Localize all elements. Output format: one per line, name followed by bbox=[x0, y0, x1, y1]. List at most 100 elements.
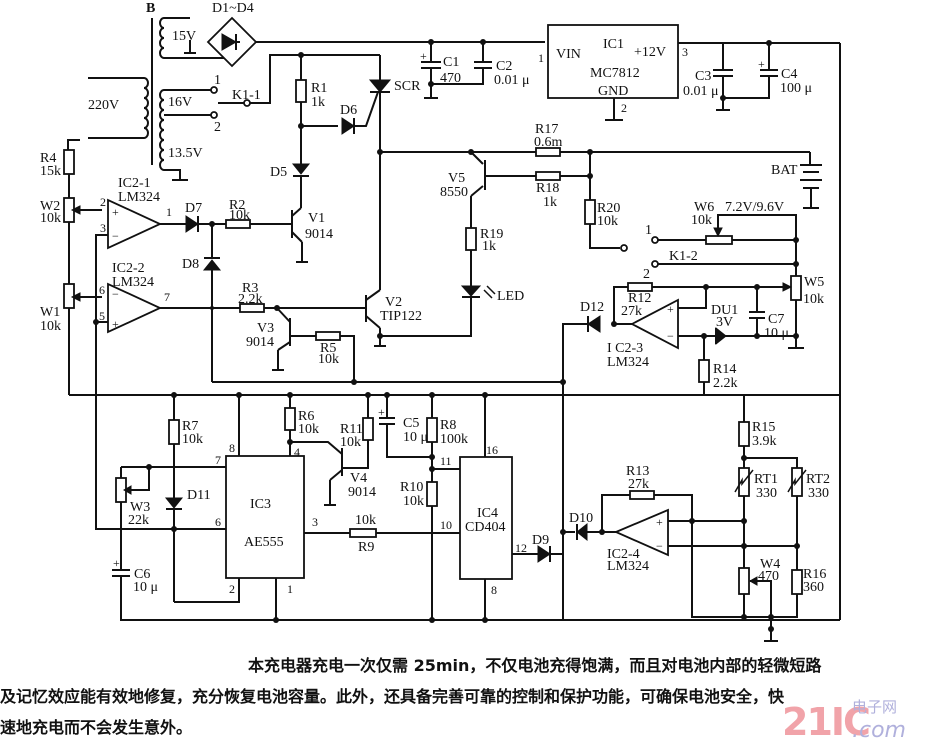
label-d10: D10 bbox=[569, 511, 593, 526]
label-ic2-1-pin2: 2 bbox=[100, 195, 106, 209]
caption-line-1: 本充电器充电一次仅需 25min，不仅电池充得饱满，而且对电池内部的轻微短路 bbox=[248, 656, 822, 675]
label-r9-value: 10k bbox=[355, 513, 376, 528]
label-w3-value: 22k bbox=[128, 513, 149, 528]
label-ic1-gnd: GND bbox=[598, 84, 628, 99]
label-r7: R7 bbox=[182, 419, 198, 434]
label-r14: R14 bbox=[713, 362, 736, 377]
battery-sense bbox=[377, 147, 822, 337]
bus-12v bbox=[69, 392, 840, 398]
label-ic4: IC4 bbox=[477, 506, 498, 521]
label-ic1-12v: +12V bbox=[634, 45, 666, 60]
label-c6-value: 10 μ bbox=[133, 580, 158, 595]
label-pos1-k12: 1 bbox=[645, 223, 652, 238]
label-ic2-2-plus: + bbox=[112, 317, 119, 331]
label-r8-value: 100k bbox=[440, 432, 468, 447]
label-r13: R13 bbox=[626, 464, 649, 479]
label-r2: R2 bbox=[229, 198, 245, 213]
label-ic2-2-pin5: 5 bbox=[99, 309, 105, 323]
label-r15-value: 3.9k bbox=[752, 434, 777, 449]
label-r2-value: 10k bbox=[229, 208, 250, 223]
label-c3: C3 bbox=[695, 69, 711, 84]
label-ic3: IC3 bbox=[250, 497, 271, 512]
label-w1-value: 10k bbox=[40, 319, 61, 334]
label-v1: V1 bbox=[308, 211, 325, 226]
label-r1-value: 1k bbox=[311, 95, 325, 110]
label-v4: V4 bbox=[350, 471, 367, 486]
ic1-regulator bbox=[547, 24, 840, 121]
label-bat: BAT bbox=[771, 163, 798, 178]
label-r16: R16 bbox=[803, 567, 826, 582]
watermark-cn: 电子网 bbox=[852, 698, 898, 716]
label-r19: R19 bbox=[480, 227, 503, 242]
ic4-counter bbox=[379, 395, 566, 623]
label-w4: W4 bbox=[760, 557, 780, 572]
label-ic4-pin16: 16 bbox=[486, 443, 498, 457]
label-w5-value: 10k bbox=[803, 292, 824, 307]
ic2-3-comparator bbox=[562, 282, 799, 620]
label-r11-value: 10k bbox=[340, 435, 361, 450]
label-ic2-4-type: LM324 bbox=[607, 559, 649, 574]
left-dividers bbox=[63, 139, 102, 395]
label-r5-value: 10k bbox=[318, 352, 339, 367]
caption-line-3: 速地充电而不会发生意外。 bbox=[0, 718, 193, 737]
label-rt2-value: 330 bbox=[808, 486, 829, 501]
label-ic3-pin6: 6 bbox=[215, 515, 221, 529]
label-c3-value: 0.01 μ bbox=[683, 84, 719, 99]
label-ic2-2-pin6: 6 bbox=[99, 283, 105, 297]
ic2-2-comparator bbox=[93, 282, 566, 385]
label-ic3-pin3: 3 bbox=[312, 515, 318, 529]
label-r4: R4 bbox=[40, 151, 56, 166]
label-w6: W6 bbox=[694, 200, 714, 215]
label-rt2: RT2 bbox=[806, 472, 830, 487]
label-v1-type: 9014 bbox=[305, 227, 333, 242]
label-c6: C6 bbox=[134, 567, 150, 582]
label-w2-value: 10k bbox=[40, 211, 61, 226]
label-v2-type: TIP122 bbox=[380, 309, 422, 324]
label-v4-type: 9014 bbox=[348, 485, 376, 500]
label-c1: C1 bbox=[443, 55, 459, 70]
label-r3: R3 bbox=[242, 281, 258, 296]
label-r5: R5 bbox=[320, 341, 336, 356]
label-c5: C5 bbox=[403, 416, 419, 431]
label-r18: R18 bbox=[536, 181, 559, 196]
label-r14-value: 2.2k bbox=[713, 376, 738, 391]
label-ic2-2-type: LM324 bbox=[112, 275, 154, 290]
label-ic1-type: MC7812 bbox=[590, 66, 640, 81]
label-ic3-pin4: 4 bbox=[294, 445, 300, 459]
label-r11: R11 bbox=[340, 422, 363, 437]
label-15v: 15V bbox=[172, 29, 196, 44]
switch-k1-1 bbox=[210, 54, 380, 119]
label-ic2-1-minus: − bbox=[112, 229, 119, 243]
label-k1-1: K1-1 bbox=[232, 88, 261, 103]
label-ic3-pin1: 1 bbox=[287, 582, 293, 596]
ic2-4-temperature bbox=[563, 395, 807, 642]
label-16v: 16V bbox=[168, 95, 192, 110]
label-pos2-k11: 2 bbox=[214, 120, 221, 135]
label-c5-value: 10 μ bbox=[403, 430, 428, 445]
circuit-schematic: B 15V 220V 16V 13.5V D1~D4 K1-1 1 2 bbox=[40, 1, 841, 642]
label-w2: W2 bbox=[40, 199, 60, 214]
label-ic2-2: IC2-2 bbox=[112, 261, 145, 276]
output-caps bbox=[713, 40, 841, 620]
label-w5: W5 bbox=[804, 275, 824, 290]
label-c6-plus: + bbox=[113, 556, 120, 570]
label-c4-plus: + bbox=[758, 57, 765, 71]
label-ic2-3-plus: + bbox=[667, 302, 674, 316]
label-r20: R20 bbox=[597, 201, 620, 216]
label-c5-plus: + bbox=[378, 405, 385, 419]
bridge-rectifier bbox=[206, 16, 545, 68]
label-ic3-pin8: 8 bbox=[229, 441, 235, 455]
label-ic2-1-plus: + bbox=[112, 205, 119, 219]
label-r12-value: 27k bbox=[621, 304, 642, 319]
label-v5-type: 8550 bbox=[440, 185, 468, 200]
label-r6-value: 10k bbox=[298, 422, 319, 437]
label-d7: D7 bbox=[185, 201, 202, 216]
label-ic2-3: I C2-3 bbox=[607, 341, 643, 356]
label-ic3-pin2: 2 bbox=[229, 582, 235, 596]
label-w3: W3 bbox=[130, 500, 150, 515]
label-ic2-1-pin3: 3 bbox=[100, 221, 106, 235]
label-r12: R12 bbox=[628, 291, 651, 306]
label-ic1-pin2: 2 bbox=[621, 101, 627, 115]
label-pos2-k12: 2 bbox=[643, 267, 650, 282]
label-w6-select: 7.2V/9.6V bbox=[725, 200, 784, 215]
